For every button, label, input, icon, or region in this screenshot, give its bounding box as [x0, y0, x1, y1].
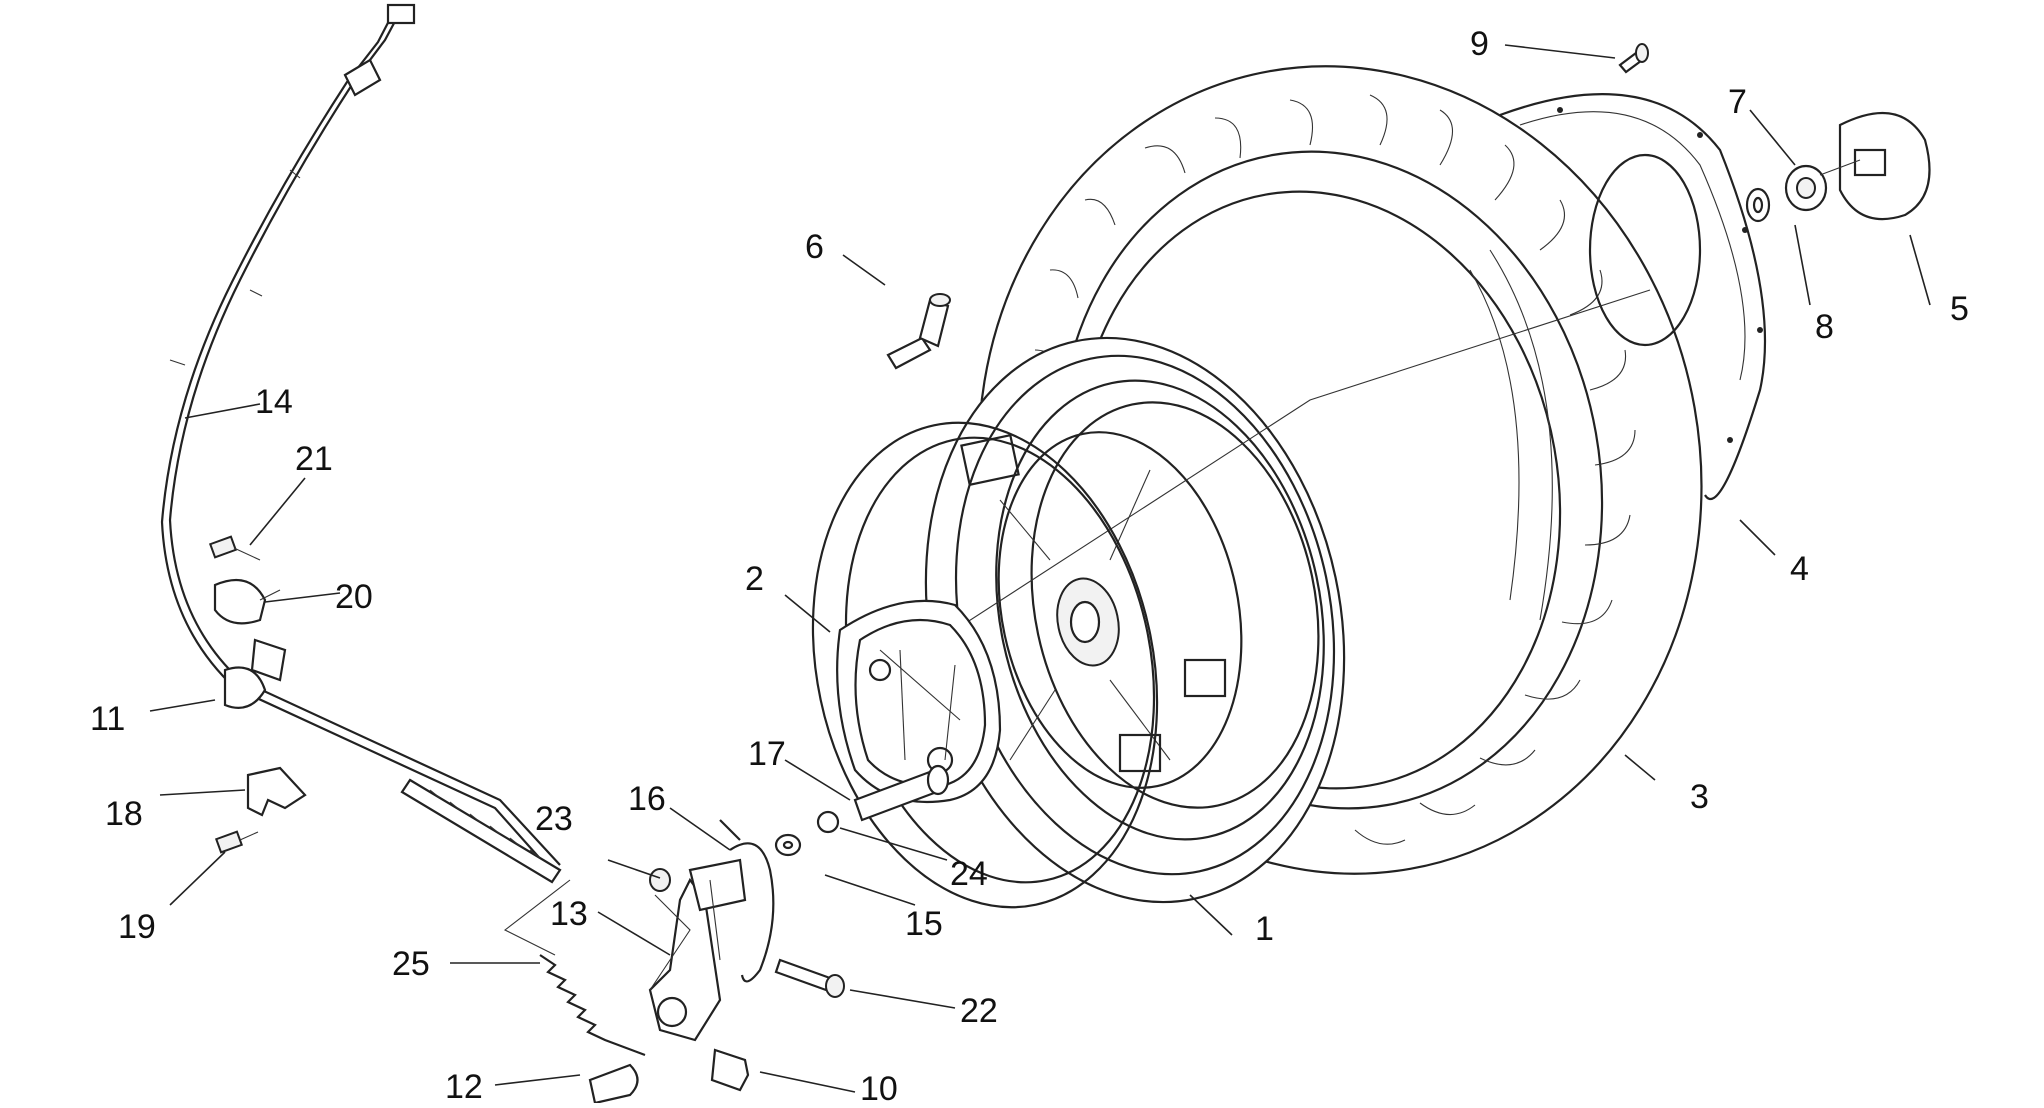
- callout-9: 9: [1470, 25, 1489, 63]
- callout-17: 17: [748, 735, 786, 773]
- callout-11: 11: [90, 700, 125, 738]
- callout-20: 20: [335, 578, 373, 616]
- callout-18: 18: [105, 795, 143, 833]
- callout-23: 23: [535, 800, 573, 838]
- callout-1: 1: [1255, 910, 1274, 948]
- callout-labels: 1 2 3 4 5 6 7 8 9 10 11 12 13 14 15 16 1…: [90, 25, 1969, 1108]
- callout-12: 12: [445, 1068, 483, 1103]
- callout-22: 22: [960, 992, 998, 1030]
- tire-valve: [886, 293, 951, 370]
- leader-lines: [149, 44, 1931, 1093]
- screw-9: [1618, 43, 1649, 74]
- callout-5: 5: [1950, 290, 1969, 328]
- callout-13: 13: [550, 895, 588, 933]
- callout-15: 15: [905, 905, 943, 943]
- brake-plate: [1499, 93, 1767, 501]
- callout-25: 25: [392, 945, 430, 983]
- callout-19: 19: [118, 908, 156, 946]
- brake-shoe-assembly: [836, 599, 1002, 804]
- wheel-rim: [869, 289, 1651, 904]
- brake-cam: [853, 764, 950, 822]
- axle-nut-washer-cap: [1745, 111, 1931, 223]
- callout-21: 21: [295, 440, 333, 478]
- callout-2: 2: [745, 560, 764, 598]
- callout-8: 8: [1815, 308, 1834, 346]
- brake-cable: [160, 3, 562, 884]
- callout-16: 16: [628, 780, 666, 818]
- callout-7: 7: [1728, 83, 1747, 121]
- callout-10: 10: [860, 1070, 898, 1103]
- callout-14: 14: [255, 383, 293, 421]
- callout-4: 4: [1790, 550, 1809, 588]
- callout-3: 3: [1690, 778, 1709, 816]
- brake-lever-assembly: [503, 810, 845, 1105]
- callout-24: 24: [950, 855, 988, 893]
- callout-6: 6: [805, 228, 824, 266]
